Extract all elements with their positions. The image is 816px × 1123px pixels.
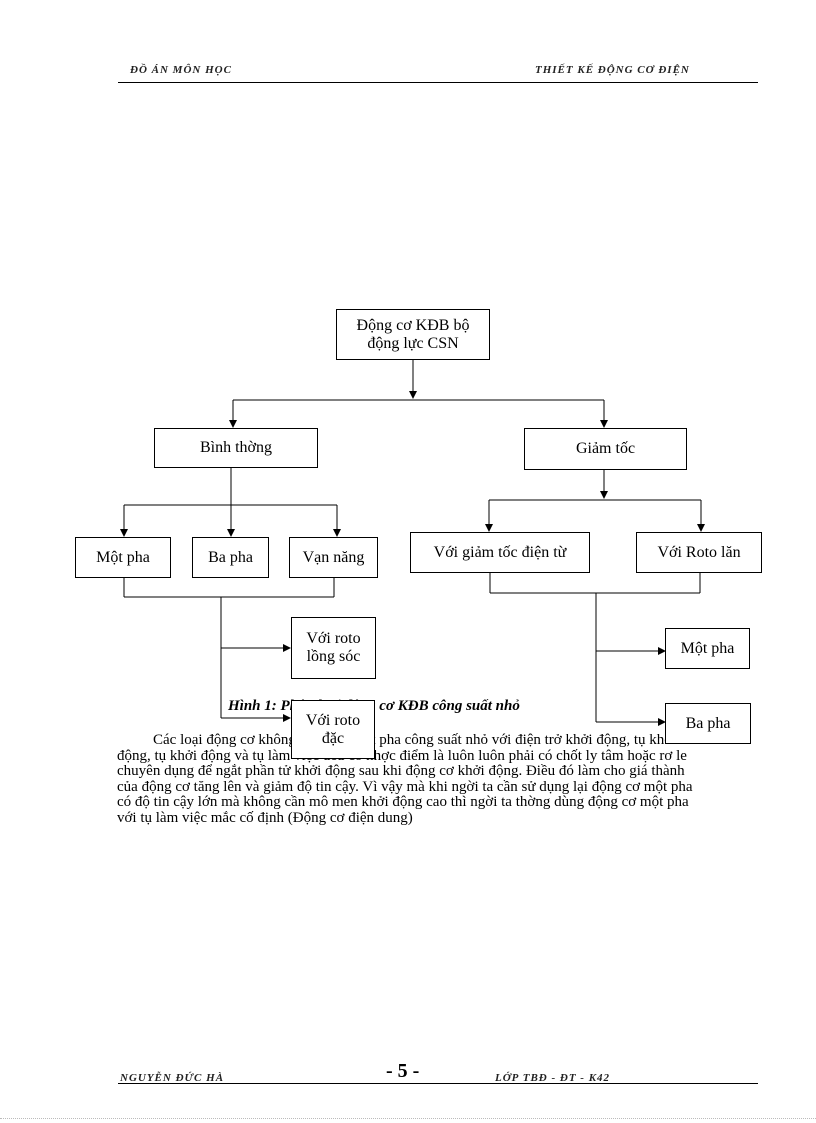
universal-node: Vạn năng	[289, 537, 378, 578]
solid-rotor-node: Với roto đặc	[291, 700, 375, 759]
single-phase-label: Một pha	[96, 548, 150, 566]
rolling-rotor-label: Với Roto lăn	[657, 543, 741, 561]
footer-right: LỚP TBĐ - ĐT - K42	[495, 1072, 611, 1084]
three-phase-label: Ba pha	[208, 548, 253, 566]
single-phase-node: Một pha	[75, 537, 171, 578]
branch-reduction-node: Giảm tốc	[524, 428, 687, 470]
branch-normal-label: Bình thờng	[199, 439, 273, 456]
reduction-three-phase-label: Ba pha	[685, 714, 731, 732]
paragraph-text: Các loại động cơ không đồng bộ một pha c…	[117, 732, 693, 826]
page-number: - 5 -	[386, 1060, 420, 1082]
reduction-single-phase-node: Một pha	[665, 628, 750, 669]
universal-label: Vạn năng	[302, 548, 365, 566]
header-left: ĐỒ ÁN MÔN HỌC	[130, 64, 232, 76]
header-right: THIẾT KẾ ĐỘNG CƠ ĐIỆN	[535, 64, 690, 76]
branch-normal-node: Bình thờng	[154, 428, 318, 468]
squirrel-cage-rotor-label: Với roto lồng sóc	[306, 630, 361, 665]
root-label: Động cơ KĐB bộ động lực CSN	[356, 316, 470, 352]
root-node: Động cơ KĐB bộ động lực CSN	[336, 309, 490, 360]
solid-rotor-label: Với roto đặc	[305, 711, 361, 747]
reduction-three-phase-node: Ba pha	[665, 703, 751, 744]
footer-left: NGUYỄN ĐỨC HÀ	[120, 1072, 225, 1084]
reduction-single-phase-label: Một pha	[680, 639, 735, 657]
header-rule	[118, 82, 758, 83]
page-edge	[0, 1118, 816, 1119]
body-paragraph: Các loại động cơ không đồng bộ một pha c…	[117, 732, 697, 826]
electromagnetic-reduction-node: Với giảm tốc điện từ	[410, 532, 590, 573]
squirrel-cage-rotor-node: Với roto lồng sóc	[291, 617, 376, 679]
rolling-rotor-node: Với Roto lăn	[636, 532, 762, 573]
three-phase-node: Ba pha	[192, 537, 269, 578]
electromagnetic-reduction-label: Với giảm tốc điện từ	[433, 543, 567, 561]
footer-rule	[118, 1083, 758, 1084]
branch-reduction-label: Giảm tốc	[575, 440, 636, 457]
